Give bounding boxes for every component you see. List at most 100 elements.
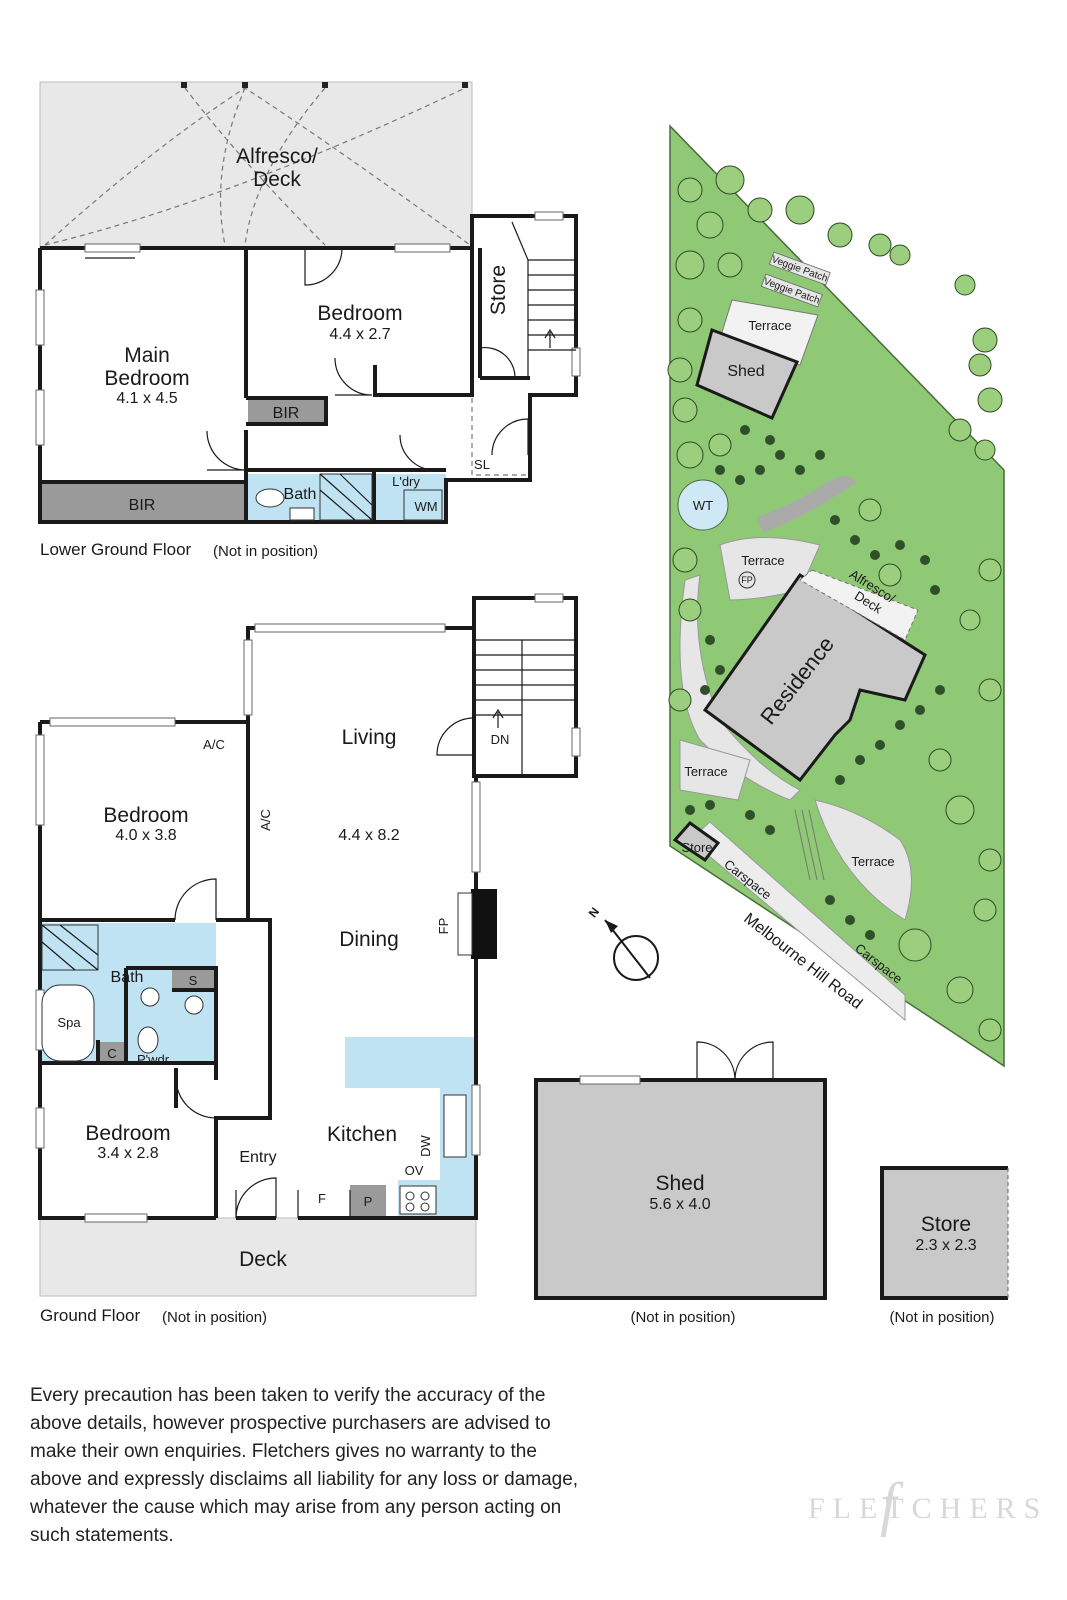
window	[394, 243, 451, 253]
post-marker	[462, 82, 468, 88]
wm-fixture	[403, 489, 443, 521]
site-store-label: Store	[681, 840, 712, 855]
wm-label: WM	[414, 499, 437, 514]
wall	[214, 918, 272, 1218]
door-swing	[175, 1077, 217, 1119]
shed-building	[534, 1078, 827, 1300]
wall	[126, 966, 218, 1063]
deck-label: Deck	[239, 1248, 287, 1271]
site-steps	[794, 809, 825, 881]
door-swing	[235, 1177, 277, 1219]
post-marker	[242, 82, 248, 88]
north-arrow: N	[586, 905, 659, 981]
wall	[246, 396, 328, 426]
bedroom-label: Bedroom	[103, 804, 188, 827]
terrace-left-area	[679, 739, 751, 801]
window	[35, 1107, 45, 1149]
ground-floor-caption: Ground Floor	[40, 1306, 140, 1325]
wall	[38, 214, 578, 524]
basin-fixture	[289, 507, 315, 521]
basin-fixture	[140, 987, 160, 1007]
door-swing	[734, 1041, 774, 1081]
main-bedroom-label-line1: Main	[124, 344, 170, 367]
shed-label: Shed	[655, 1172, 704, 1195]
bedroom-dimensions: 3.4 x 2.8	[97, 1145, 158, 1162]
veggie-patch	[768, 251, 831, 286]
window	[243, 639, 253, 716]
powder-label: P'wdr	[137, 1052, 170, 1067]
alfresco-label-line2: Deck	[253, 168, 301, 191]
tree-canopy	[667, 165, 1003, 1042]
post-marker	[181, 82, 187, 88]
bedroom-label: Bedroom	[85, 1122, 170, 1145]
sail-line	[44, 87, 466, 246]
water-tank	[677, 479, 729, 531]
sink-fixture	[443, 1094, 467, 1158]
disclaimer-text: Every precaution has been taken to verif…	[30, 1385, 579, 1546]
cupboard-fill	[100, 1042, 124, 1064]
hearth	[457, 892, 473, 956]
window	[571, 727, 581, 757]
shed-plan: Shed 5.6 x 4.0 (Not in position)	[534, 1041, 827, 1326]
door-swing	[479, 346, 516, 379]
store-label: Store	[487, 265, 510, 315]
deck-area	[39, 1217, 477, 1297]
stairs	[511, 221, 576, 378]
window	[571, 347, 581, 377]
window	[534, 593, 564, 603]
store-label: Store	[921, 1213, 971, 1236]
shower-fixture	[319, 473, 373, 521]
water-tank-label: WT	[693, 498, 713, 513]
stepping-path	[757, 476, 857, 533]
living-dining-dimensions: 4.4 x 8.2	[338, 827, 399, 844]
kitchen-bench-fill	[345, 1037, 474, 1216]
site-fp-label: FP	[741, 575, 753, 585]
toilet-fixture	[255, 488, 285, 508]
s-label: S	[189, 973, 198, 988]
wall-stub	[235, 1190, 351, 1218]
site-shed	[695, 328, 800, 420]
fp-label: FP	[436, 918, 451, 935]
door-swing	[436, 717, 475, 756]
site-alfresco-area	[799, 569, 919, 641]
sail-line	[219, 87, 246, 246]
terrace-left-label: Terrace	[684, 764, 727, 779]
post-marker	[322, 82, 328, 88]
lower-ground-floor-plan: Alfresco/ Deck	[35, 81, 581, 560]
bir-fill	[248, 398, 326, 424]
terrace-right-label: Terrace	[851, 854, 894, 869]
window	[84, 1213, 148, 1223]
lower-ground-caption-note: (Not in position)	[213, 543, 318, 560]
door-swing	[304, 247, 343, 286]
burner	[420, 1191, 430, 1201]
door-swing	[334, 357, 373, 396]
dn-label: DN	[491, 732, 510, 747]
store-building	[880, 1166, 1008, 1300]
door-swing	[174, 878, 217, 921]
s-fill	[172, 970, 216, 990]
window	[471, 1084, 481, 1156]
main-bedroom-label-line2: Bedroom	[104, 367, 189, 390]
fireplace	[471, 889, 497, 959]
terrace-top-label: Terrace	[748, 318, 791, 333]
site-plan: Veggie Patch Veggie Patch Terrace Shed W…	[586, 124, 1005, 1068]
window	[471, 781, 481, 873]
north-label: N	[586, 905, 602, 920]
window	[35, 289, 45, 346]
bedroom-label: Bedroom	[317, 302, 402, 325]
kitchen-label: Kitchen	[327, 1123, 397, 1146]
bir-label: BIR	[129, 497, 156, 514]
ac-label: A/C	[258, 809, 273, 831]
c-label: C	[107, 1046, 116, 1061]
bedroom-dimensions: 4.0 x 3.8	[115, 827, 176, 844]
shower-lines	[319, 473, 373, 521]
ground-floor-plan: Living 4.4 x 8.2 Dining DN A/C A/C FP Be…	[35, 593, 581, 1326]
dw-label: DW	[418, 1134, 433, 1156]
pantry-label: P	[364, 1194, 373, 1209]
main-bedroom-dimensions: 4.1 x 4.5	[116, 390, 177, 407]
residence-building	[702, 572, 927, 783]
terrace-right-area	[814, 799, 912, 921]
stairs	[474, 639, 576, 776]
terrace-mid-label: Terrace	[741, 553, 784, 568]
spa-label: Spa	[57, 1015, 81, 1030]
